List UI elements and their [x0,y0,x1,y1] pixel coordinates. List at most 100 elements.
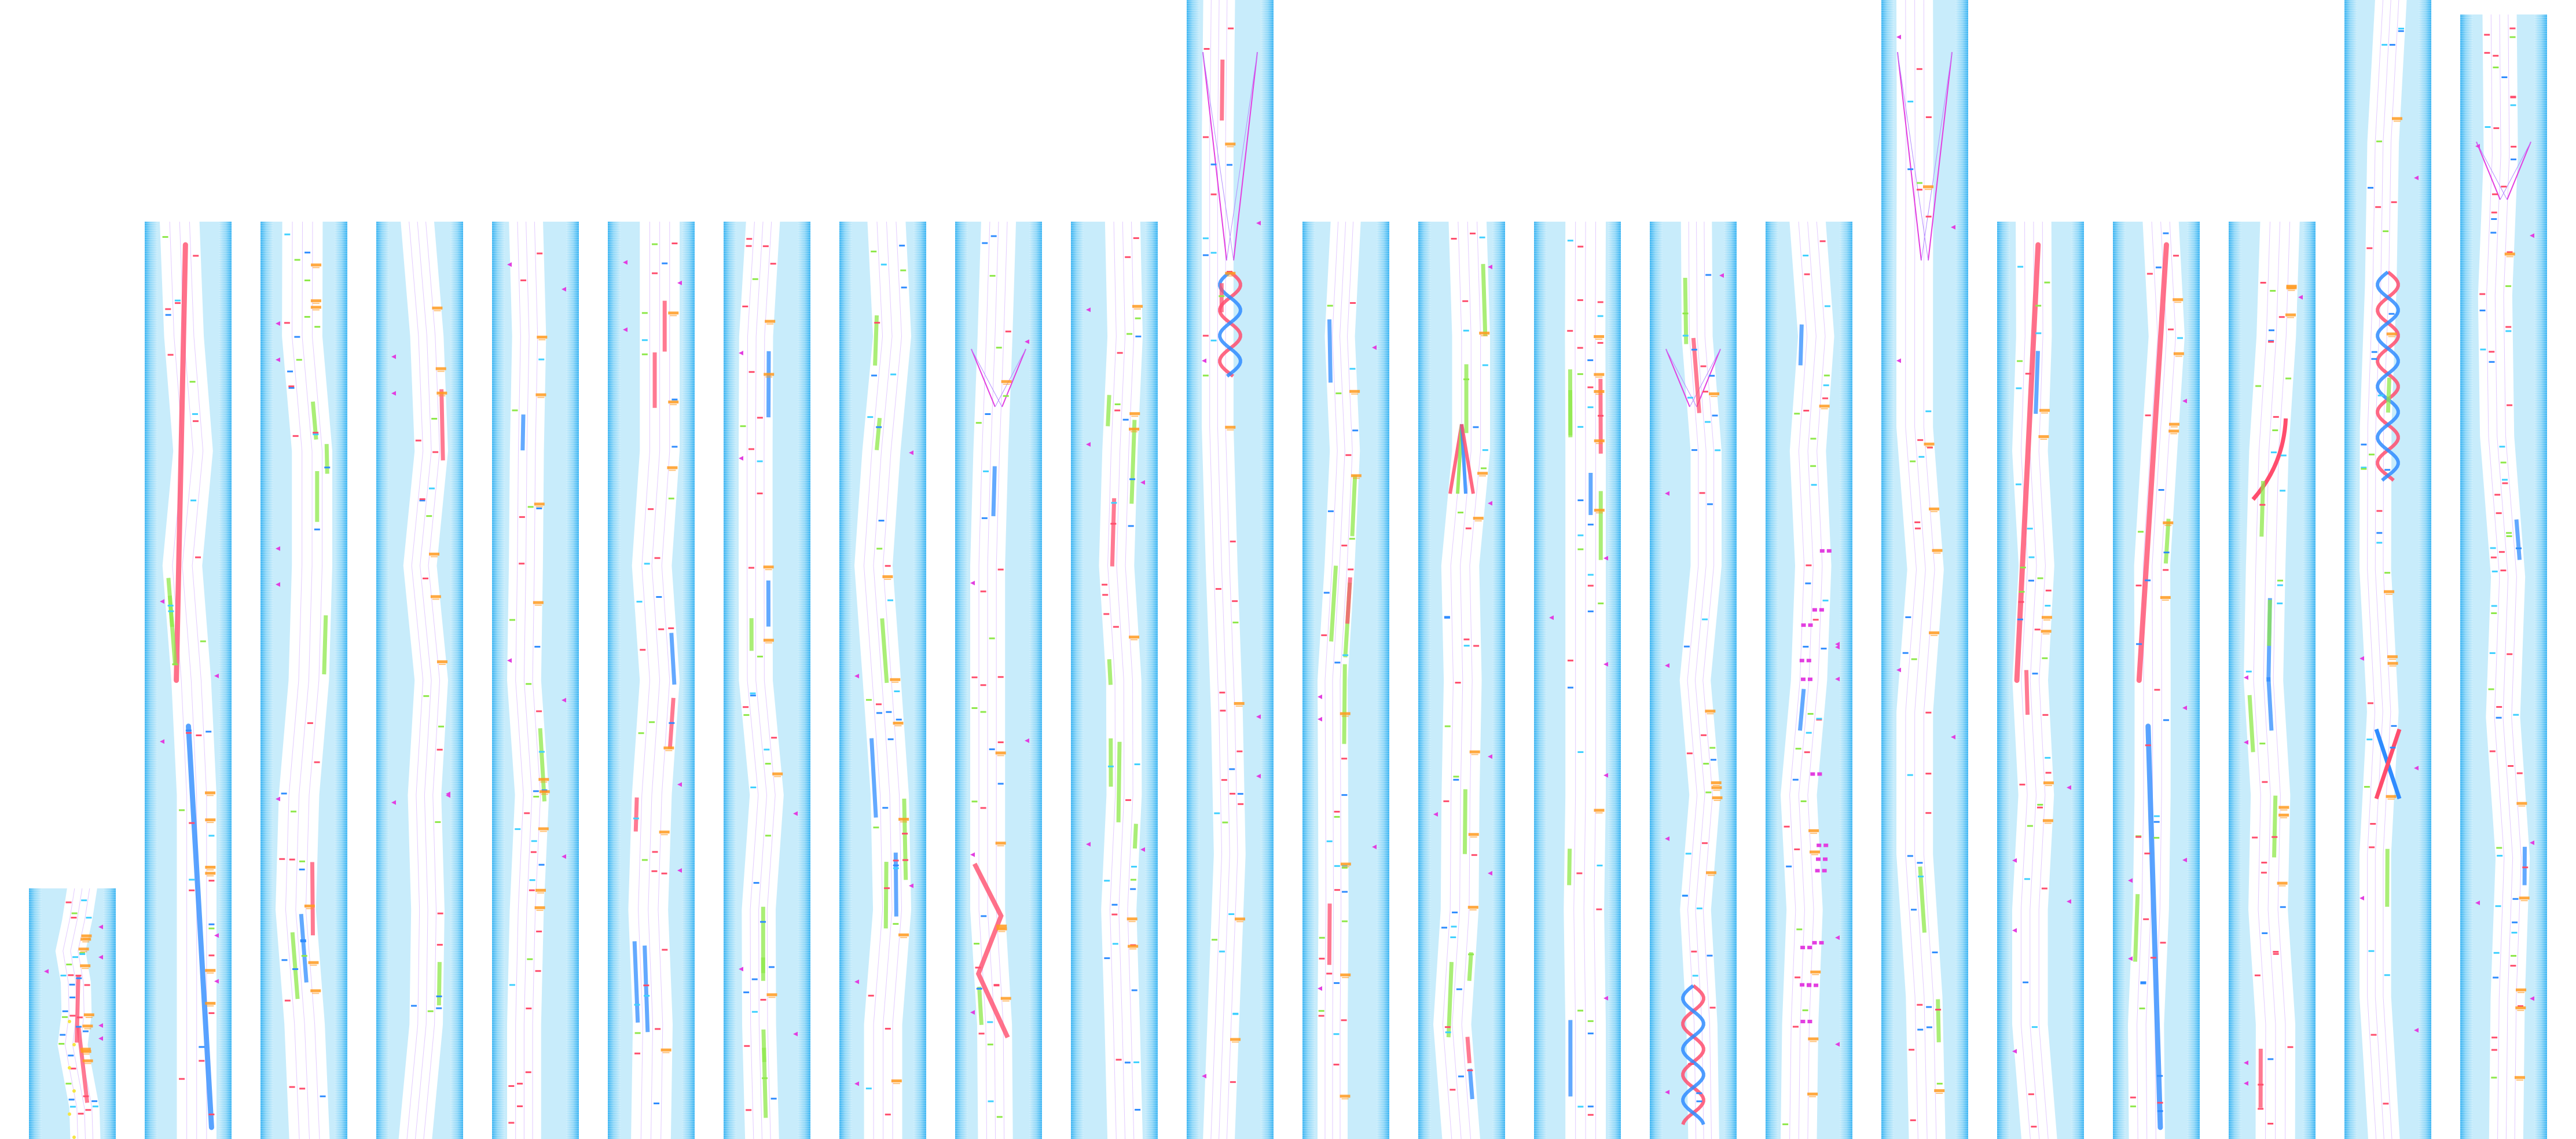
tap-note-icon [68,1055,74,1057]
lane-line [755,221,768,1139]
tap-note-icon [1131,989,1137,991]
tap-note-icon [770,263,776,265]
tap-note-icon [1445,1031,1451,1034]
tap-note-icon [2037,577,2043,579]
tap-note-icon [508,1122,515,1124]
tap-note-icon [1703,763,1709,765]
lane-line [2020,221,2031,1139]
tap-note-icon [2277,602,2283,605]
hold-note-icon [2014,242,2041,683]
flick-arrow-icon [2182,857,2187,862]
flick-arrow-icon [562,697,566,703]
hold-note-icon [869,738,878,818]
hold-note-icon [1918,866,1927,933]
flick-arrow-icon [1835,1042,1840,1047]
tap-note-icon [2150,957,2156,959]
tap-note-icon [2130,1105,2136,1108]
measure-marker-icon [1712,784,1720,786]
tap-note-icon [2270,289,2276,292]
tap-note-icon [2496,706,2502,708]
tap-note-icon [314,326,321,328]
tap-note-icon [78,1112,84,1115]
tap-note-icon [1700,365,1707,368]
tap-note-icon [1482,364,1488,366]
tap-note-icon [765,763,771,765]
playfield-path [739,222,784,1139]
tap-note-icon [885,565,891,567]
hold-note-icon [166,578,174,627]
measure-marker-icon [998,928,1006,929]
tap-note-icon [1229,768,1235,770]
tap-note-icon [1911,658,1917,660]
left-frame-hatch [2229,222,2241,1139]
measure-marker-icon [1595,393,1603,395]
tap-note-icon [1341,794,1348,796]
tap-note-icon [2280,490,2286,492]
measure-marker-icon [1595,376,1603,378]
playfield-path [970,222,1017,1139]
funnel-guide-inner [2476,141,2531,200]
tap-note-icon [2273,951,2279,953]
measure-marker-icon [662,1052,670,1053]
hold-note-icon [1106,395,1111,427]
lane-line [1116,221,1126,1139]
measure-marker-icon [1929,507,1940,510]
measure-marker-icon [1225,142,1236,146]
tap-note-icon [1326,840,1333,843]
tap-note-icon [1130,879,1136,881]
measure-marker-icon [539,790,550,793]
tap-note-icon [2045,756,2051,759]
tap-note-icon [1473,426,1479,428]
measure-marker-icon [1467,906,1478,909]
tap-note-icon [85,1109,91,1111]
tap-note-icon [1907,774,1913,776]
flick-arrow-icon [1665,663,1669,668]
measure-marker-icon [205,872,216,875]
lane-line [1332,221,1346,1139]
tap-note-icon [1907,855,1913,857]
tap-note-icon [1219,295,1225,297]
measure-marker-icon [535,888,546,892]
tap-note-icon [1824,305,1830,307]
flick-arrow-icon [1807,677,1812,681]
measure-marker-icon [1227,146,1234,148]
tap-note-icon [2262,932,2268,934]
tap-note-icon [509,619,515,621]
tap-note-icon [1715,449,1721,451]
measure-marker-icon [2164,524,2172,526]
tap-note-icon [2495,905,2501,907]
tap-note-icon [2505,326,2512,328]
measure-marker-icon [1234,702,1245,706]
measure-marker-icon [2278,806,2289,809]
tap-note-icon [1821,648,1827,650]
tap-note-icon [70,1067,76,1070]
tap-note-icon [2491,570,2498,572]
measure-marker-icon [1709,392,1720,395]
right-frame-hatch [1261,0,1274,1139]
tap-note-icon [192,413,199,415]
flick-arrow-icon [1603,773,1608,778]
measure-marker-icon [431,556,438,557]
tap-note-icon [292,435,299,437]
tap-note-icon [743,714,750,716]
left-frame-hatch [260,222,273,1139]
tap-note-icon [1334,815,1340,818]
measure-marker-icon [1594,390,1605,393]
flick-arrow-icon [1488,754,1492,759]
flick-arrow-icon [276,357,280,362]
tap-note-icon [1232,1013,1239,1015]
measure-marker-icon [205,818,216,822]
tap-note-icon [1597,341,1603,344]
flick-arrow-icon [2414,175,2419,181]
tap-note-icon [875,703,882,706]
chart-column-11 [1187,0,1274,1139]
tap-note-icon [533,790,539,792]
measure-marker-icon [1477,472,1488,475]
measure-marker-icon [1925,446,1933,447]
chart-column-3 [260,221,347,1139]
measure-marker-icon [1002,1000,1010,1002]
measure-marker-icon [2519,896,2530,900]
tap-note-icon [671,446,678,448]
tap-note-icon [1597,301,1603,303]
tap-note-icon [1230,1081,1236,1083]
